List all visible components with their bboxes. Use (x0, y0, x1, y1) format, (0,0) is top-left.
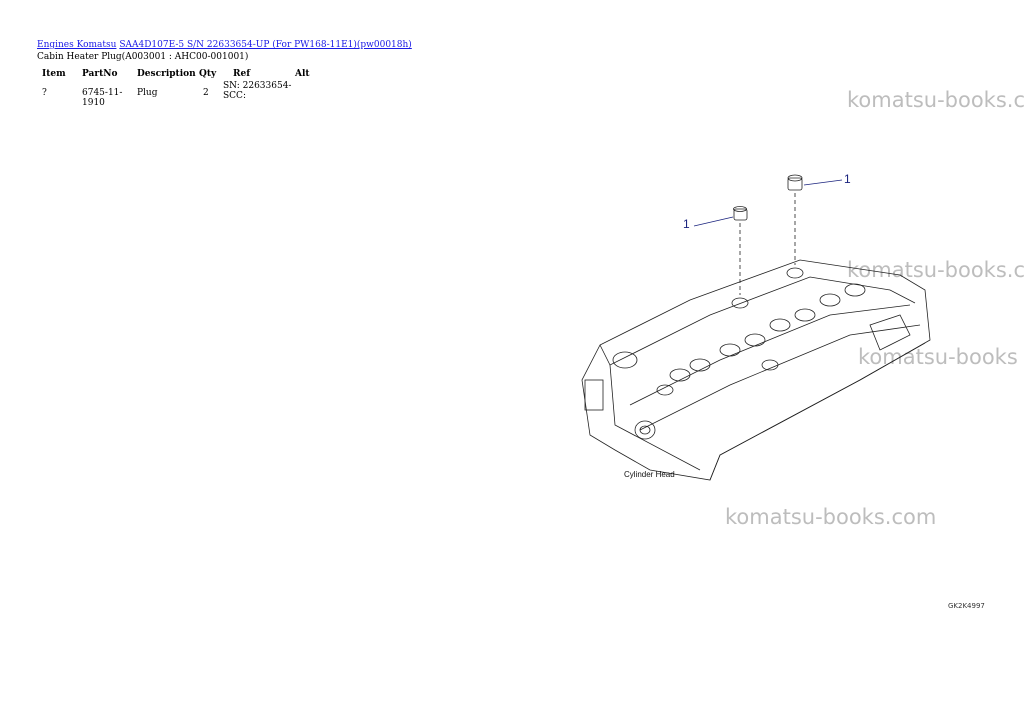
col-header-item: Item (42, 68, 66, 79)
watermark-text: komatsu-books.com (725, 505, 937, 529)
figure-code: GK2K4997 (948, 602, 985, 610)
watermark-text: komatsu-books (858, 345, 1018, 369)
breadcrumb-link-engines[interactable]: Engines Komatsu (37, 40, 117, 50)
figure-caption: Cylinder Head (624, 470, 675, 479)
cell-partno: 6745-11-1910 (82, 88, 123, 108)
table-row: ? 6745-11-1910 Plug 2 SN: 22633654- SCC: (37, 81, 325, 108)
cell-ref-line1: SN: 22633654- (223, 81, 292, 91)
table-header-row: Item PartNo Description Qty Ref Alt (37, 66, 325, 81)
breadcrumb-link-model[interactable]: SAA4D107E-5 S/N 22633654-UP (For PW168-1… (119, 40, 412, 50)
parts-table: Item PartNo Description Qty Ref Alt ? 67… (37, 66, 325, 109)
watermark-text: komatsu-books.c (847, 258, 1024, 282)
cell-ref-line2: SCC: (223, 91, 246, 101)
col-header-qty: Qty (199, 68, 217, 79)
callout-1-upper: 1 (844, 172, 851, 186)
cylinder-head-drawing: 1 1 Cylinder Head (581, 172, 931, 481)
col-header-ref: Ref (233, 68, 251, 79)
breadcrumb: Engines Komatsu SAA4D107E-5 S/N 22633654… (37, 40, 412, 50)
watermark-text: komatsu-books.c (847, 88, 1024, 112)
cell-item: ? (42, 88, 47, 98)
col-header-partno: PartNo (82, 68, 118, 79)
page-subtitle: Cabin Heater Plug(A003001 : AHC00-001001… (37, 52, 249, 62)
callout-1-lower: 1 (683, 217, 690, 231)
col-header-alt: Alt (295, 68, 310, 79)
cell-description: Plug (137, 88, 158, 98)
cell-alt (295, 81, 325, 108)
cell-ref: SN: 22633654- SCC: (223, 81, 295, 108)
col-header-description: Description (137, 68, 196, 79)
cell-qty: 2 (203, 88, 209, 98)
